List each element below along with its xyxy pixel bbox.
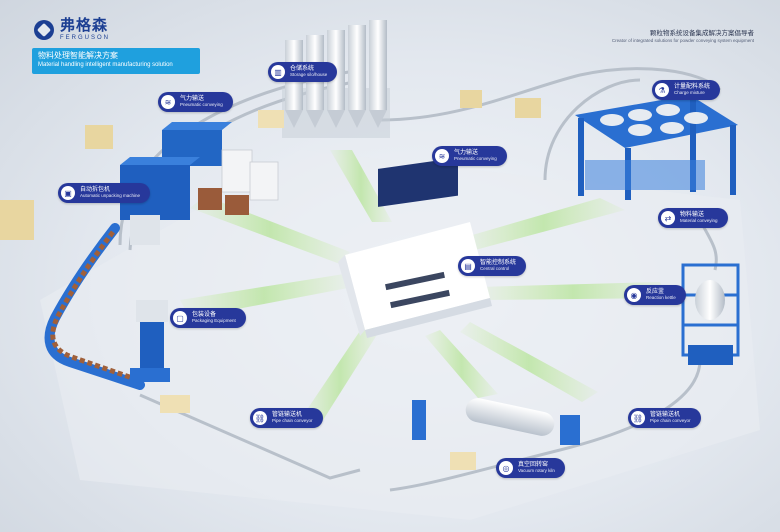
brand-name-en: FERGUSON xyxy=(60,35,111,41)
mixer-icon: ⚗ xyxy=(655,83,669,97)
silo-pallet xyxy=(258,110,284,128)
mixer-4 xyxy=(684,112,708,124)
kettle-icon: ◉ xyxy=(627,288,641,302)
silo-5 xyxy=(369,20,387,110)
chain-icon: ⛓ xyxy=(631,411,645,425)
mixer-6 xyxy=(660,122,684,134)
mixer-3 xyxy=(656,104,680,116)
beam-pipe-right xyxy=(460,322,598,402)
kiln-box xyxy=(450,452,476,470)
monitor-icon: ▤ xyxy=(461,259,475,273)
tagline: 颗粒物系统设备集成解决方案倡导者 Creator of integrated s… xyxy=(612,30,754,43)
pipe-icon: ≋ xyxy=(435,149,449,163)
banner-title-en: Material handling intelligent manufactur… xyxy=(38,62,173,68)
control-wall-left xyxy=(338,255,365,336)
beam-silo xyxy=(330,150,392,222)
packaging-box xyxy=(160,395,190,413)
box-stack-right-1 xyxy=(460,90,482,108)
pipe-icon: ≋ xyxy=(161,95,175,109)
kiln-feed xyxy=(412,400,426,440)
logo-mark-icon xyxy=(34,19,54,40)
mixture-leg-1 xyxy=(578,118,584,196)
conveyor-boxes xyxy=(50,230,139,383)
packaging-base xyxy=(130,368,170,382)
tagline-en: Creator of integrated solutions for powd… xyxy=(611,37,754,43)
mixture-leg-3 xyxy=(690,100,696,192)
box-stack-right-2 xyxy=(515,98,541,118)
silo-1-cone xyxy=(285,110,303,128)
unpack-hopper xyxy=(130,215,160,245)
packaging-tower xyxy=(140,320,164,370)
box-stack-left xyxy=(0,200,34,240)
beam-packaging xyxy=(180,274,348,318)
control-desk-1 xyxy=(385,271,445,291)
packaging-illustration xyxy=(130,300,190,413)
pallet-stack-2 xyxy=(249,161,279,201)
chain-icon: ⛓ xyxy=(253,411,267,425)
mixture-leg-4 xyxy=(730,125,736,195)
rotary-kiln-illustration xyxy=(412,398,580,470)
solution-banner: 物料处理智能解决方案 Material handling intelligent… xyxy=(32,48,200,74)
brand-logo: 弗格森 FERGUSON xyxy=(34,18,110,41)
kiln-drum xyxy=(465,398,555,436)
unpack-icon: ▣ xyxy=(61,186,75,200)
control-room-illustration xyxy=(338,157,492,338)
silo-4-cone xyxy=(348,110,366,128)
kiln-icon: ◎ xyxy=(499,461,513,475)
beam-kiln xyxy=(425,330,498,398)
mixer-1 xyxy=(600,114,624,126)
tagline-cn: 颗粒物系统设备集成解决方案倡导者 xyxy=(650,30,754,37)
mixer-5 xyxy=(628,124,652,136)
mixer-2 xyxy=(628,109,652,121)
mixture-deck xyxy=(575,95,738,148)
unpack-machine-top xyxy=(120,157,200,165)
beam-charge xyxy=(462,198,625,250)
silo-2-cone xyxy=(306,110,324,128)
package-icon: ▢ xyxy=(173,311,187,325)
beam-kettle xyxy=(478,282,668,300)
mixture-base xyxy=(585,160,705,190)
silo-4 xyxy=(348,25,366,110)
beam-pipe-left xyxy=(300,322,380,428)
conveyor-icon: ⇄ xyxy=(661,211,675,225)
unpack-cabin-top xyxy=(162,122,232,130)
packaging-hopper xyxy=(136,300,168,322)
kettle-vessel xyxy=(695,280,725,320)
charge-mixture-illustration xyxy=(575,95,738,200)
kiln-motor xyxy=(560,415,580,445)
pallet-brown-2 xyxy=(225,195,249,215)
silo-icon: ▥ xyxy=(271,65,285,79)
silo-5-cone xyxy=(369,110,387,128)
control-screen-wall xyxy=(378,157,458,207)
control-wall-front xyxy=(365,298,492,338)
pallet-brown-1 xyxy=(198,188,222,210)
silo-3-cone xyxy=(327,110,345,128)
reaction-kettle-illustration xyxy=(681,263,740,365)
brand-name-cn: 弗格森 xyxy=(60,16,109,34)
control-desk-2 xyxy=(390,289,450,309)
pallet-stack-1 xyxy=(221,149,253,193)
inclined-conveyor-illustration xyxy=(44,223,145,390)
banner-title-cn: 物料处理智能解决方案 xyxy=(38,51,118,60)
kettle-base xyxy=(688,345,733,365)
box-stack-left-2 xyxy=(85,125,113,149)
control-floor xyxy=(345,222,490,330)
